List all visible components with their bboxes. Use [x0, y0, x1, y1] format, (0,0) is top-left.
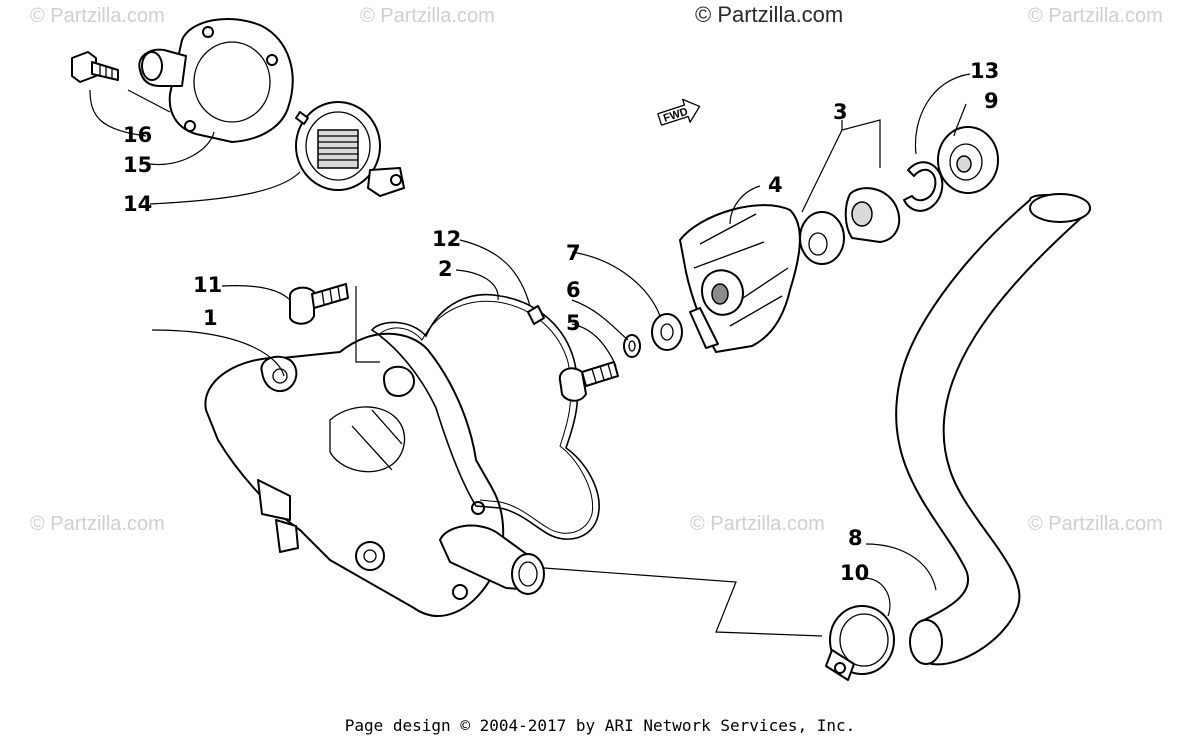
fwd-arrow-icon: FWD — [657, 98, 701, 126]
callout-15: 15 — [123, 153, 152, 177]
hose-clamp-10 — [825, 605, 895, 681]
dowel-pin-12 — [527, 305, 545, 325]
callout-3: 3 — [833, 100, 848, 124]
watermark-top-center: © Partzilla.com — [695, 2, 843, 27]
callout-4: 4 — [768, 173, 783, 197]
washer-6 — [623, 334, 641, 358]
callout-5: 5 — [566, 311, 581, 335]
bolt-11 — [289, 283, 349, 325]
fwd-label: FWD — [662, 106, 690, 125]
callout-7: 7 — [566, 241, 581, 265]
impeller-4 — [679, 204, 801, 353]
callout-6: 6 — [566, 278, 581, 302]
watermark-top-mid: © Partzilla.com — [360, 5, 495, 27]
bolt-5 — [558, 361, 619, 402]
hose-8 — [895, 193, 1091, 666]
snap-ring-13 — [903, 161, 944, 212]
page-footer: Page design © 2004-2017 by ARI Network S… — [344, 716, 856, 735]
callout-14: 14 — [123, 192, 152, 216]
thermostat-14 — [295, 101, 405, 197]
watermark-mid-right: © Partzilla.com — [690, 513, 825, 535]
callout-10: 10 — [840, 561, 869, 585]
callout-1: 1 — [203, 306, 218, 330]
water-pump-housing-1 — [204, 332, 545, 617]
gasket-2 — [370, 293, 600, 540]
callout-16: 16 — [123, 123, 152, 147]
watermark-far-right: © Partzilla.com — [1028, 513, 1163, 535]
callout-8: 8 — [848, 526, 863, 550]
leader-lines — [89, 73, 971, 637]
callout-13: 13 — [970, 59, 999, 83]
callout-9: 9 — [984, 89, 999, 113]
watermark-top-right: © Partzilla.com — [1028, 5, 1163, 27]
faint-watermarks: © Partzilla.com © Partzilla.com © Partzi… — [30, 5, 1163, 535]
thermostat-housing-15 — [138, 18, 294, 143]
callout-numbers: 16 15 14 11 1 12 2 7 6 5 4 3 13 9 8 10 — [123, 59, 999, 585]
watermark-mid-left: © Partzilla.com — [30, 513, 165, 535]
washer-7 — [651, 313, 683, 351]
seal-set-3 — [799, 187, 901, 265]
callout-12: 12 — [432, 227, 461, 251]
callout-2: 2 — [438, 257, 453, 281]
bolt-16 — [71, 51, 119, 83]
watermark-top-left: © Partzilla.com — [30, 5, 165, 27]
bearing-9 — [937, 126, 999, 194]
callout-11: 11 — [193, 273, 222, 297]
